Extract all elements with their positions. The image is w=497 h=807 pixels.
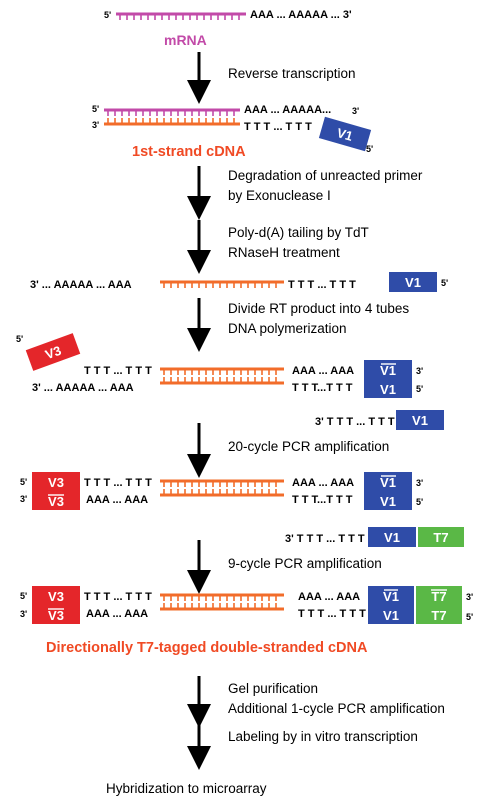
mrna-5prime: 5' <box>104 10 111 20</box>
v3-bar-label-3b: V3 <box>48 608 64 623</box>
tailed-v1-label: V1 <box>405 275 421 290</box>
v1t7-primer-t7-label: T7 <box>433 530 448 545</box>
step-gel-purification: Gel purification <box>228 681 318 696</box>
t7-bar-box-3 <box>416 586 462 605</box>
step-dna-polymerization: DNA polymerization <box>228 321 347 336</box>
first-strand-cdna <box>104 118 240 126</box>
cdna-3prime: 3' <box>92 120 99 130</box>
step-exonuclease-line2: by Exonuclease I <box>228 188 331 203</box>
ds3-top-polya: AAA ... AAA <box>298 591 360 603</box>
ds-strand-top-3 <box>160 593 284 601</box>
v3-tilted-label: V3 <box>43 343 63 363</box>
ds-bottom-5prime-1: 5' <box>416 384 423 394</box>
ds-top-polya-1: AAA ... AAA <box>292 365 354 377</box>
step-divide-tubes: Divide RT product into 4 tubes <box>228 301 409 316</box>
v1-box-3b <box>368 605 414 624</box>
tailed-cdna-strand <box>160 280 284 288</box>
ds3-bottom-polya: AAA ... AAA <box>86 608 148 620</box>
mrna-strand <box>116 12 246 20</box>
ds2-top-5prime: 5' <box>20 477 27 487</box>
v1-bar-label-2: V1 <box>380 475 396 490</box>
v1-primer-polyt: 3' T T T ... T T T <box>315 416 395 428</box>
t7-bar-label-3: T7 <box>431 589 446 604</box>
tailed-5prime: 5' <box>441 278 448 288</box>
ds-strand-bottom-3 <box>160 603 284 611</box>
ds-strand-top-1 <box>160 367 284 375</box>
v1-primer-tilted: V1 <box>318 116 372 152</box>
step-polya-tailing: Poly-d(A) tailing by TdT <box>228 225 369 240</box>
ds2-bottom-3prime: 3' <box>20 494 27 504</box>
ds-bottom-polya-1: 3' ... AAAAA ... AAA <box>32 382 134 394</box>
v1-box-1b <box>364 379 412 398</box>
ds2-bottom-polya: AAA ... AAA <box>86 494 148 506</box>
v1-box-2b <box>364 491 412 510</box>
ds3-top-5prime: 5' <box>20 591 27 601</box>
tailed-v1-box <box>389 272 437 292</box>
ds3-bottom-3prime: 3' <box>20 609 27 619</box>
step-1-cycle-pcr: Additional 1-cycle PCR amplification <box>228 701 445 716</box>
step-hybridization: Hybridization to microarray <box>106 781 267 796</box>
ds3-bottom-polyt: T T T ... T T T <box>298 608 366 620</box>
ds2-bottom-5prime: 5' <box>416 497 423 507</box>
ds2-top-polya: AAA ... AAA <box>292 477 354 489</box>
step-20-cycle-pcr: 20-cycle PCR amplification <box>228 439 389 454</box>
v1t7-primer-v1-box <box>368 527 416 547</box>
v1-bar-label-1: V1 <box>380 363 396 378</box>
v1-bar-box-2 <box>364 472 412 491</box>
ds-top-3prime-1: 3' <box>416 366 423 376</box>
t7-box-3b <box>416 605 462 624</box>
hybrid-3prime: 3' <box>352 106 359 116</box>
step-rnaseh: RNaseH treatment <box>228 245 340 260</box>
ds2-top-3prime: 3' <box>416 478 423 488</box>
hybrid-mrna-5prime: 5' <box>92 104 99 114</box>
mrna-label: mRNA <box>164 32 207 48</box>
v1-bar-label-3: V1 <box>383 589 399 604</box>
v3-bar-label-2b: V3 <box>48 494 64 509</box>
ds3-bottom-5prime: 5' <box>466 612 473 622</box>
ds2-top-polyt: T T T ... T T T <box>84 477 152 489</box>
tailed-polya: 3' ... AAAAA ... AAA <box>30 279 132 291</box>
v3-polyt: T T T ... T T T <box>84 365 152 377</box>
hybrid-polya: AAA ... AAAAA... <box>244 104 331 116</box>
t7-label-3b: T7 <box>431 608 446 623</box>
v1-label-1b: V1 <box>380 382 396 397</box>
v1t7-primer-v1-label: V1 <box>384 530 400 545</box>
hybrid-mrna-strand <box>104 108 240 116</box>
v1t7-primer-t7-box <box>418 527 464 547</box>
v1-bar-box-1 <box>364 360 412 379</box>
first-strand-cdna-label: 1st-strand cDNA <box>132 144 246 160</box>
v1t7-primer-polyt: 3' T T T ... T T T <box>285 533 365 545</box>
v1-label-2b: V1 <box>380 494 396 509</box>
v3-box-2a <box>32 472 80 491</box>
mrna-polya-tail: AAA ... AAAAA ... 3' <box>250 9 352 21</box>
v3-label-2a: V3 <box>48 475 64 490</box>
v3-bar-box-2b <box>32 491 80 510</box>
v3-label-3a: V3 <box>48 589 64 604</box>
ds2-bottom-polyt: T T T...T T T <box>292 494 353 506</box>
step-ivt-labeling: Labeling by in vitro transcription <box>228 729 418 744</box>
v1-primer-box <box>396 410 444 430</box>
v3-bar-box-3b <box>32 605 80 624</box>
v1-5prime: 5' <box>366 144 373 154</box>
v1-primer-label: V1 <box>412 413 428 428</box>
v3-tilted-5prime: 5' <box>16 334 23 344</box>
v1-label: V1 <box>335 125 354 144</box>
ds3-top-3prime: 3' <box>466 592 473 602</box>
ds3-top-polyt: T T T ... T T T <box>84 591 152 603</box>
ds-bottom-polyt-1: T T T...T T T <box>292 382 353 394</box>
ds-strand-bottom-2 <box>160 489 284 497</box>
tailed-polyt: T T T ... T T T <box>288 279 356 291</box>
ds-strand-top-2 <box>160 479 284 487</box>
v1-bar-box-3 <box>368 586 414 605</box>
ds-strand-bottom-1 <box>160 377 284 385</box>
step-reverse-transcription: Reverse transcription <box>228 66 356 81</box>
cdna-polyt: T T T ... T T T <box>244 121 312 133</box>
step-9-cycle-pcr: 9-cycle PCR amplification <box>228 556 382 571</box>
v1-label-3b: V1 <box>383 608 399 623</box>
final-product-label: Directionally T7-tagged double-stranded … <box>46 640 368 656</box>
v3-box-3a <box>32 586 80 605</box>
v3-primer-tilted: V3 <box>25 333 81 371</box>
step-exonuclease-line1: Degradation of unreacted primer <box>228 168 423 183</box>
